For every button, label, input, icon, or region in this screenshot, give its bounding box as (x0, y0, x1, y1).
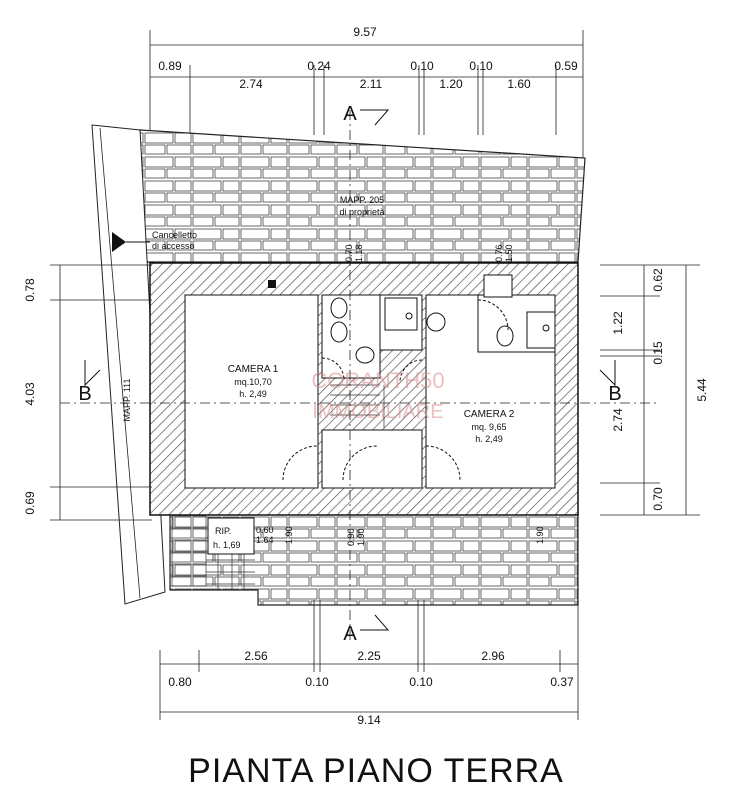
section-mark-a-top: A (343, 103, 357, 125)
bottom-dim-total: 9.14 (357, 713, 381, 727)
watermark-line1: CORANTH50 (311, 368, 444, 393)
top-dim-1.60: 1.60 (507, 77, 531, 91)
right-dim-2.74: 2.74 (611, 408, 625, 432)
mapp-205-title: MAPP. 205 (340, 195, 384, 205)
camera-2-name: CAMERA 2 (464, 409, 515, 420)
hall-floor (321, 429, 423, 489)
rip-room (207, 517, 255, 555)
opening-rip-b: 1.64 (256, 535, 274, 545)
top-dim-0.89: 0.89 (158, 59, 182, 73)
opening-rip-c: 1.90 (284, 526, 294, 544)
bathroom-fixtures (330, 274, 556, 364)
camera-2-height: h. 2,49 (475, 434, 503, 444)
bottom-dim-2.56: 2.56 (244, 649, 268, 663)
gate-label-line2: di accesso (152, 241, 195, 251)
opening-bath2-a: 0.76 (494, 244, 504, 262)
shower-1-icon (384, 297, 418, 331)
opening-bath2-b: 1.50 (504, 244, 514, 262)
right-dimensions (600, 264, 700, 516)
section-arrow-a-top-icon (360, 109, 390, 126)
opening-rip-a: 0.60 (256, 525, 274, 535)
sink-1-icon (426, 312, 446, 332)
bottom-dim-0.10-a: 0.10 (305, 675, 329, 689)
rip-height: h. 1,69 (213, 540, 241, 550)
right-dim-0.70: 0.70 (651, 487, 665, 511)
watermark-part-c: 50 (420, 368, 444, 393)
toilet-1-icon (330, 297, 348, 319)
internal-stairs (330, 384, 385, 428)
gate-label-line1: Cancelletto (152, 230, 197, 240)
left-dim-4.03: 4.03 (23, 382, 37, 406)
top-dim-0.59: 0.59 (554, 59, 578, 73)
marker-square (268, 280, 276, 288)
camera-2-area: mq. 9,65 (471, 422, 506, 432)
mapp-205-sub: di proprietà (339, 207, 384, 217)
bottom-dim-0.37: 0.37 (550, 675, 574, 689)
steps (171, 515, 255, 590)
opening-door-mid-a: 0.90 (346, 528, 356, 546)
plan-title: PIANTA PIANO TERRA (188, 752, 564, 790)
right-dim-total: 5.44 (695, 378, 709, 402)
section-mark-a-bottom: A (343, 623, 357, 645)
bidet-1-icon (330, 321, 348, 343)
left-dim-0.69: 0.69 (23, 491, 37, 515)
bidet-2-icon (355, 346, 375, 364)
watermark-part-a: CORANT (311, 368, 404, 393)
top-dim-0.10-a: 0.10 (410, 59, 434, 73)
opening-bath1-a: 0.70 (344, 244, 354, 262)
top-dim-0.24: 0.24 (307, 59, 331, 73)
mapp-111-label: MAPP. 111 (122, 378, 132, 421)
shower-2-drain-icon (542, 324, 550, 332)
right-dim-0.15: 0.15 (651, 341, 665, 365)
camera-1-area: mq.10,70 (234, 377, 272, 387)
top-dim-1.20: 1.20 (439, 77, 463, 91)
toilet-2-icon (496, 325, 514, 347)
watermark-part-b: H (404, 368, 420, 393)
section-mark-b-right: B (608, 383, 621, 405)
opening-bath1-b: 1.18 (354, 244, 364, 262)
camera-1-floor (184, 294, 319, 489)
rip-label: RIP. (215, 526, 231, 536)
section-arrow-a-bottom-icon (360, 614, 390, 631)
right-dim-1.22: 1.22 (611, 311, 625, 335)
camera-1-name: CAMERA 1 (228, 364, 279, 375)
right-dim-0.62: 0.62 (651, 268, 665, 292)
camera-1-height: h. 2,49 (239, 389, 267, 399)
watermark-line2: IMMOBILIARE (312, 401, 443, 423)
gate-arrow-icon (112, 232, 126, 252)
bottom-dim-2.25: 2.25 (357, 649, 381, 663)
top-dim-2.74: 2.74 (239, 77, 263, 91)
section-arrow-b-left-icon (84, 360, 101, 387)
bottom-dimensions (159, 600, 579, 720)
opening-door-mid-b: 1.90 (356, 528, 366, 546)
left-dim-0.78: 0.78 (23, 278, 37, 302)
bottom-dim-0.10-b: 0.10 (409, 675, 433, 689)
section-arrow-b-right-icon (599, 360, 616, 387)
top-dim-total: 9.57 (353, 25, 377, 39)
door-swings (282, 299, 509, 481)
opening-door-right: 1.90 (535, 526, 545, 544)
bottom-dim-0.80: 0.80 (168, 675, 192, 689)
top-dim-2.11: 2.11 (360, 77, 383, 91)
shower-2-icon (526, 311, 556, 349)
left-dimensions (50, 264, 152, 521)
top-dim-0.10-b: 0.10 (469, 59, 493, 73)
bottom-dim-2.96: 2.96 (481, 649, 505, 663)
sink-2-icon (483, 274, 513, 298)
section-mark-b-left: B (78, 383, 91, 405)
shower-1-drain-icon (405, 312, 413, 320)
top-dimensions (149, 30, 584, 160)
